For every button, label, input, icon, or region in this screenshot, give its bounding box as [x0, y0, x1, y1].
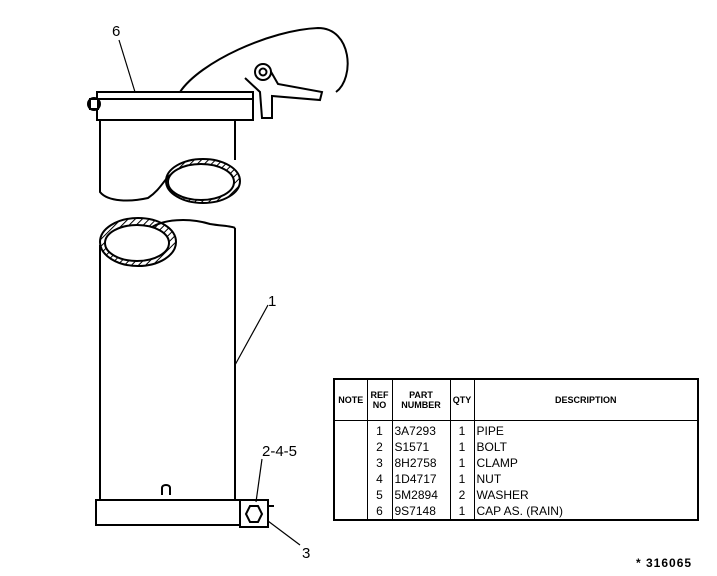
leader-lines: [118, 39, 301, 546]
qty-column: 1 1 1 1 2 1: [449, 420, 475, 520]
part-number-column: 3A7293 S1571 8H2758 1D4717 5M2894 9S7148: [391, 420, 451, 520]
header-part-line2: NUMBER: [401, 400, 441, 410]
table-cell-note: [335, 503, 367, 519]
table-cell-qty: 1: [458, 472, 466, 486]
table-cell-note: [335, 455, 367, 471]
clamp-band: [95, 499, 274, 528]
table-cell-ref: 5: [376, 488, 383, 502]
header-ref-line1: REF: [370, 390, 389, 400]
table-cell-description: CLAMP: [476, 456, 518, 470]
table-cell-note: [335, 487, 367, 503]
callout-cap: 6: [112, 23, 120, 40]
header-description: DESCRIPTION: [473, 378, 699, 421]
header-part-line1: PART: [409, 390, 433, 400]
header-part-number: PART NUMBER: [391, 378, 451, 421]
header-ref-line2: NO: [372, 400, 387, 410]
table-cell-ref: 3: [376, 456, 383, 470]
table-cell-part-number: 1D4717: [394, 472, 437, 486]
ref-no-column: 1 2 3 4 5 6: [366, 420, 393, 520]
parts-table-body: 1 2 3 4 5 6 3A7293 S1571 8H2758 1D4717 5…: [333, 420, 699, 520]
table-cell-qty: 1: [458, 440, 466, 454]
cap-collar: [87, 91, 254, 121]
table-cell-ref: 2: [376, 440, 383, 454]
cap-pivot-arm: [244, 63, 324, 119]
table-cell-part-number: 9S7148: [394, 504, 436, 518]
callout-clamp: 3: [302, 545, 310, 562]
callout-bolt-nut-washer: 2-4-5: [262, 443, 297, 460]
parts-table: NOTE REF NO PART NUMBER QTY DESCRIPTION: [333, 378, 699, 521]
table-cell-part-number: 5M2894: [394, 488, 438, 502]
table-cell-qty: 1: [458, 424, 466, 438]
table-cell-note: [335, 471, 367, 487]
table-cell-ref: 4: [376, 472, 383, 486]
header-ref-no: REF NO: [366, 378, 393, 421]
pipe: [99, 217, 236, 500]
table-cell-description: BOLT: [476, 440, 507, 454]
table-cell-description: NUT: [476, 472, 502, 486]
table-cell-part-number: 8H2758: [394, 456, 437, 470]
cap-tube: [99, 120, 241, 204]
table-cell-part-number: S1571: [394, 440, 430, 454]
table-cell-description: WASHER: [476, 488, 529, 502]
header-note: NOTE: [333, 378, 368, 421]
table-cell-part-number: 3A7293: [394, 424, 436, 438]
table-cell-description: PIPE: [476, 424, 504, 438]
table-cell-qty: 2: [458, 488, 466, 502]
table-cell-qty: 1: [458, 504, 466, 518]
table-cell-ref: 6: [376, 504, 383, 518]
note-column: [333, 420, 368, 520]
table-cell-qty: 1: [458, 456, 466, 470]
callout-pipe: 1: [268, 293, 276, 310]
table-cell-note: [335, 439, 367, 455]
description-column: PIPE BOLT CLAMP NUT WASHER CAP AS. (RAIN…: [473, 420, 699, 520]
figure-number: * 316065: [636, 556, 692, 570]
table-cell-note: [335, 423, 367, 439]
table-cell-ref: 1: [376, 424, 383, 438]
table-cell-description: CAP AS. (RAIN): [476, 504, 563, 518]
parts-table-header: NOTE REF NO PART NUMBER QTY DESCRIPTION: [333, 378, 699, 421]
header-qty: QTY: [449, 378, 475, 421]
